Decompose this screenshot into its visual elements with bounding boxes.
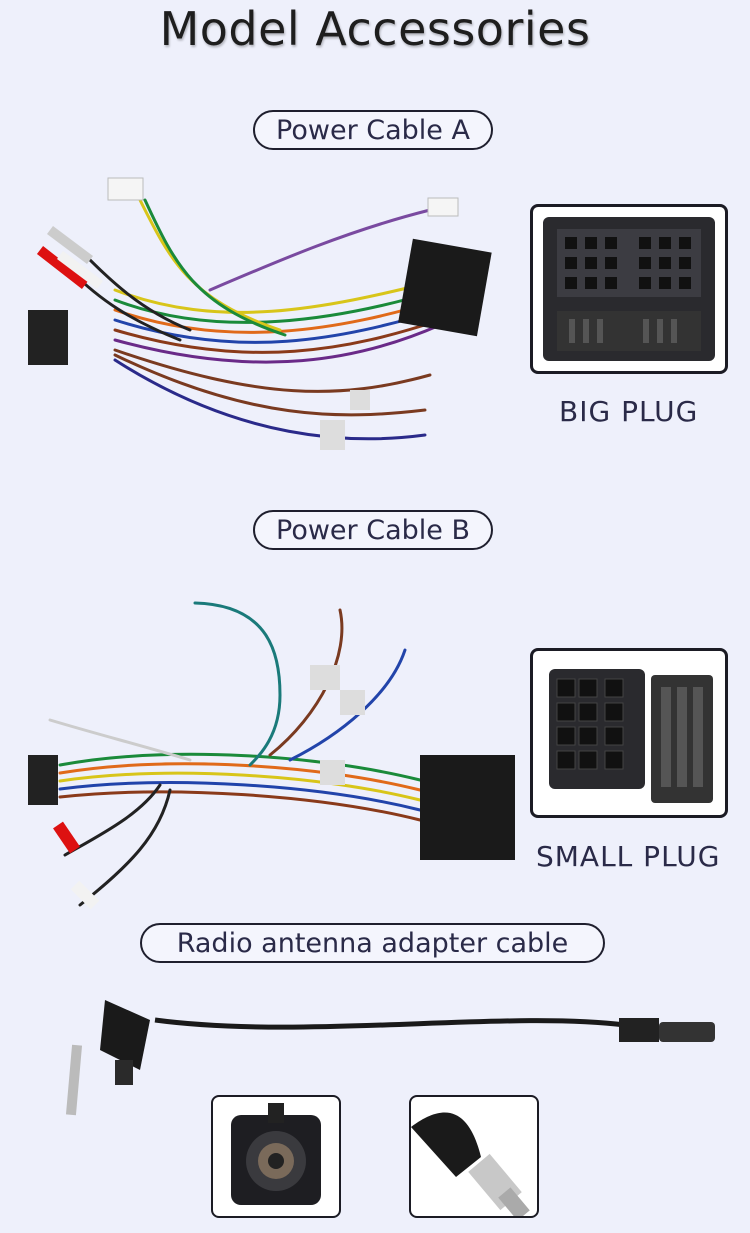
power-cable-a-photo [20,170,520,470]
antenna-male-connector-photo [409,1095,539,1218]
power-cable-b-photo [20,595,520,925]
section-label-power-cable-a: Power Cable A [253,110,493,150]
big-plug-photo [530,204,728,374]
page-title: Model Accessories [159,2,591,56]
antenna-cable-photo [55,980,725,1120]
small-plug-photo [530,648,728,818]
antenna-female-connector-photo [211,1095,341,1218]
small-plug-caption: SMALL PLUG [536,840,721,873]
section-label-power-cable-b: Power Cable B [253,510,493,550]
big-plug-caption: BIG PLUG [559,395,699,428]
section-label-radio-antenna: Radio antenna adapter cable [140,923,605,963]
